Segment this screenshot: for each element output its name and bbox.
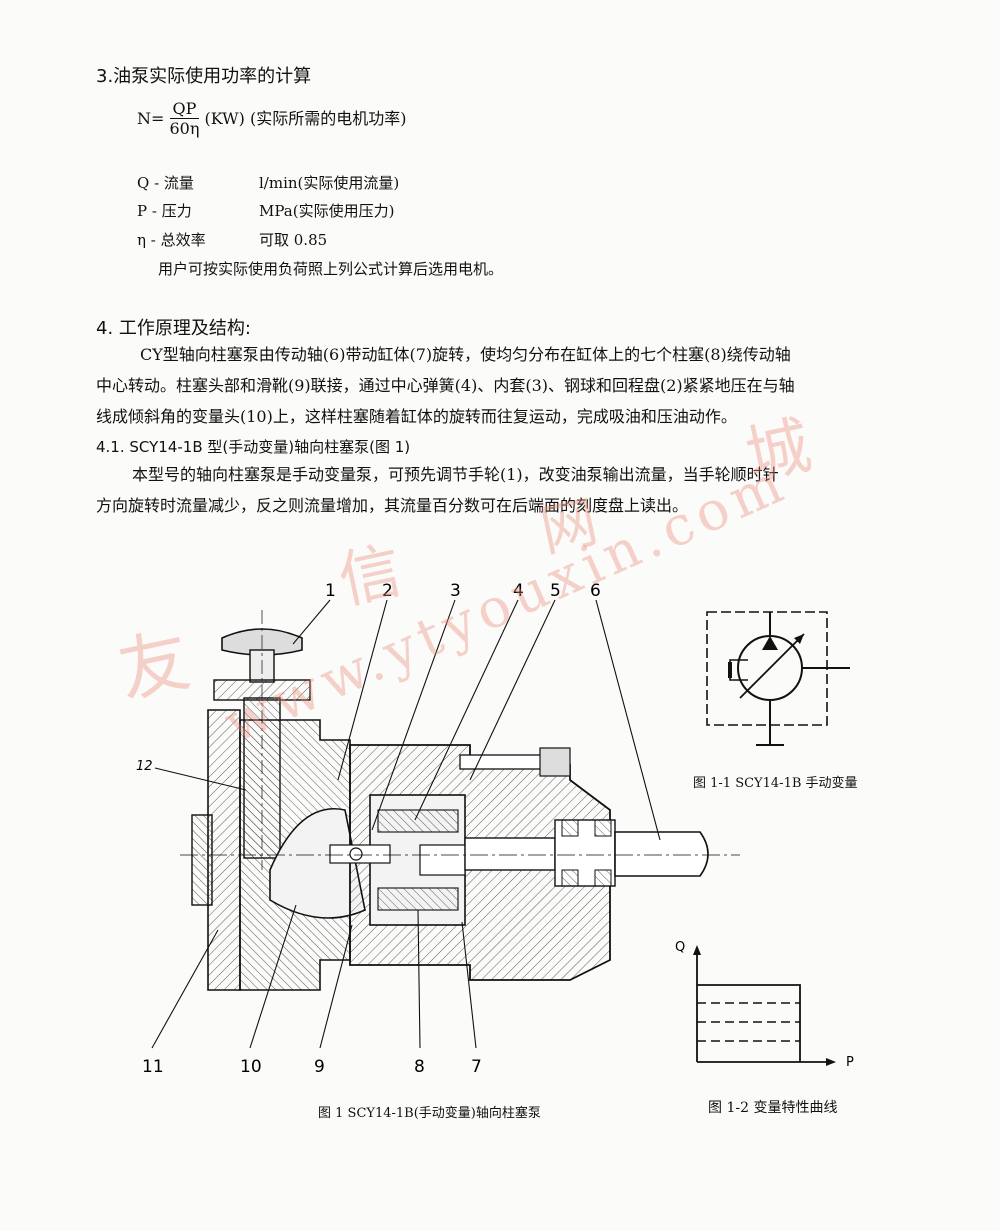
part-label-6: 6 [590,581,601,601]
part-label-4: 4 [513,581,524,601]
drive-shaft [464,837,556,871]
section-4-1-title: 4.1. SCY14-1B 型(手动变量)轴向柱塞泵(图 1) [96,438,411,456]
part-label-3: 3 [450,581,461,601]
definition-desc: MPa(实际使用压力) [259,202,395,220]
paragraph-line: CY型轴向柱塞泵由传动轴(6)带动缸体(7)旋转，使均匀分布在缸体上的七个柱塞(… [140,345,791,364]
paragraph-line: 中心转动。柱塞头部和滑靴(9)联接，通过中心弹簧(4)、内套(3)、钢球和回程盘… [96,376,795,395]
definition-desc: 可取 0.85 [259,231,328,249]
part-label-10: 10 [240,1057,262,1077]
part-label-11: 11 [142,1057,164,1077]
definition-symbol: η - 总效率 [137,231,206,249]
section-4-title: 4. 工作原理及结构: [96,318,251,339]
section-3-title: 3.油泵实际使用功率的计算 [96,66,312,87]
definition-eta: η - 总效率 可取 0.85 [137,229,327,250]
definition-desc: l/min(实际使用流量) [259,174,400,192]
section-4-1-paragraph: 本型号的轴向柱塞泵是手动变量泵，可预先调节手轮(1)，改变油泵输出流量，当手轮顺… [96,459,926,521]
formula-unit: (KW) [204,109,245,128]
part-label-1: 1 [325,581,336,601]
part-label-7: 7 [471,1057,482,1077]
motor-selection-note: 用户可按实际使用负荷照上列公式计算后选用电机。 [158,260,504,278]
formula-fraction: QP 60η [169,100,200,139]
figure-1-1-caption: 图 1-1 SCY14-1B 手动变量 [693,776,858,791]
part-label-9: 9 [314,1057,325,1077]
formula-note: (实际所需的电机功率) [249,109,407,128]
paragraph-line: 方向旋转时流量减少，反之则流量增加，其流量百分数可在后端面的刻度盘上读出。 [96,496,689,515]
x-axis-label: P [846,1055,854,1070]
power-formula: N= QP 60η (KW) (实际所需的电机功率) [137,100,406,139]
characteristic-curve-figure: Q P [675,940,854,1070]
figure-1-caption: 图 1 SCY14-1B(手动变量)轴向柱塞泵 [318,1106,541,1121]
formula-denominator: 60η [169,119,200,138]
part-label-5: 5 [550,581,561,601]
pump-cross-section-figure: 1 2 3 4 5 6 12 11 10 9 8 7 [136,581,740,1077]
formula-lhs: N= [137,109,165,128]
y-axis-label: Q [675,940,685,955]
section-4-paragraph: CY型轴向柱塞泵由传动轴(6)带动缸体(7)旋转，使均匀分布在缸体上的七个柱塞(… [96,339,926,432]
definition-symbol: P - 压力 [137,202,192,220]
definition-p: P - 压力 MPa(实际使用压力) [137,200,394,221]
part-label-12: 12 [136,759,153,774]
part-label-2: 2 [382,581,393,601]
part-label-8: 8 [414,1057,425,1077]
definition-symbol: Q - 流量 [137,174,194,192]
paragraph-line: 本型号的轴向柱塞泵是手动变量泵，可预先调节手轮(1)，改变油泵输出流量，当手轮顺… [132,465,779,484]
definition-q: Q - 流量 l/min(实际使用流量) [137,172,399,193]
figure-1-2-caption: 图 1-2 变量特性曲线 [708,1100,838,1116]
hydraulic-symbol-figure [706,611,850,746]
formula-numerator: QP [169,100,200,119]
paragraph-line: 线成倾斜角的变量头(10)上，这样柱塞随着缸体的旋转而往复运动，完成吸油和压油动… [96,407,737,426]
